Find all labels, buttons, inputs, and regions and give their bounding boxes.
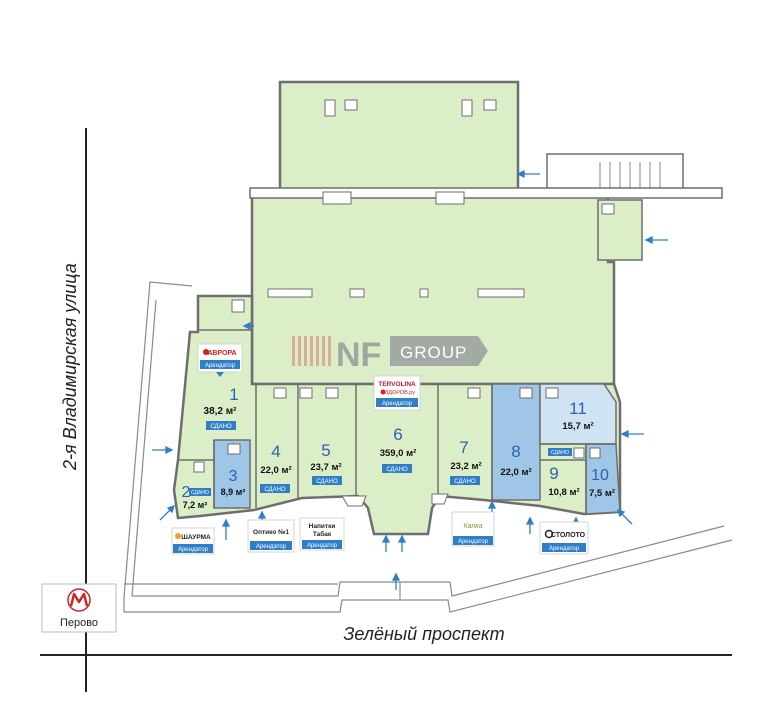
unit-6-area: 359,0 м² xyxy=(380,448,417,459)
avrora-pointer-icon xyxy=(216,372,224,377)
napitki-line-2: Табак xyxy=(313,530,332,538)
kapka-name: Капка xyxy=(464,523,483,530)
kapka-badge-text: Арендатор xyxy=(458,539,489,545)
avrora-icon xyxy=(203,349,209,355)
stoloto-badge-text: Арендатор xyxy=(549,546,580,552)
metro-station-name: Перово xyxy=(60,617,98,629)
unit-3-number: 3 xyxy=(229,468,238,485)
stoloto-badge xyxy=(542,543,586,552)
unit-8-area: 22,0 м² xyxy=(500,467,531,478)
unit-8-number: 8 xyxy=(511,442,520,461)
entrance-arrows xyxy=(152,169,668,590)
napitki-line-1: Напитки xyxy=(309,523,336,530)
napitki-badge xyxy=(302,540,342,549)
nf-group-logo: NF GROUP xyxy=(292,336,488,374)
unit-2-area: 7,2 м² xyxy=(183,500,208,510)
unit-11-area: 15,7 м² xyxy=(562,421,593,432)
shaurma-badge xyxy=(173,544,213,553)
unit-9-badge xyxy=(548,448,572,456)
zdorov-name: ЗДОРОВ.ру xyxy=(385,390,415,396)
unit-1-badge xyxy=(206,421,236,430)
unit-5-badge-text: СДАНО xyxy=(316,479,338,485)
unit-6-badge xyxy=(382,464,412,473)
shaurma-badge-text: Арендатор xyxy=(178,547,209,553)
unit-4-area: 22,0 м² xyxy=(260,465,291,476)
napitki-badge-text: Арендатор xyxy=(307,543,338,549)
unit-2-badge xyxy=(189,488,211,496)
avrora-badge xyxy=(200,360,240,369)
stoloto-icon xyxy=(544,529,554,539)
tervolina-badge-text: Арендатор xyxy=(382,401,413,407)
street-name-vertical: 2-я Владимирская улица xyxy=(60,263,80,471)
tervolina-badge xyxy=(376,398,418,407)
unit-7-badge xyxy=(450,476,480,485)
unit-3-area: 8,9 м² xyxy=(221,487,246,497)
kapka-badge xyxy=(453,536,493,545)
unit-6-badge-text: СДАНО xyxy=(386,467,408,473)
unit-11-number: 11 xyxy=(569,399,587,418)
unit-1-number: 1 xyxy=(229,385,238,404)
avrora-badge-text: Арендатор xyxy=(205,363,236,369)
unit-10-area: 7,5 м² xyxy=(589,488,615,499)
unit-7-number: 7 xyxy=(459,438,468,457)
street-name-horizontal: Зелёный проспект xyxy=(343,624,504,644)
unit-2-number: 2 xyxy=(182,484,191,501)
shaurma-icon xyxy=(175,533,181,539)
unit-10-number: 10 xyxy=(591,467,609,484)
shaurma-name: ШАУРМА xyxy=(181,534,211,541)
unit-4-number: 4 xyxy=(271,442,280,461)
unit-9-area: 10,8 м² xyxy=(548,487,579,498)
unit-4-badge xyxy=(260,484,290,493)
zdorov-icon xyxy=(380,389,386,395)
optiko-badge xyxy=(250,541,292,550)
logo-banner xyxy=(390,336,488,366)
optiko-badge-text: Арендатор xyxy=(256,544,287,550)
unit-5-badge xyxy=(312,476,342,485)
unit-6-number: 6 xyxy=(393,425,402,444)
unit-7-area: 23,2 м² xyxy=(450,461,481,472)
logo-stripes xyxy=(292,336,331,366)
optiko-name: Оптико №1 xyxy=(253,529,289,536)
unit-7-badge-text: СДАНО xyxy=(454,479,476,485)
logo-word: GROUP xyxy=(400,343,467,362)
unit-5-number: 5 xyxy=(321,441,330,460)
unit-9-number: 9 xyxy=(549,464,558,483)
stoloto-name: СТОЛОТО xyxy=(551,532,586,539)
unit-1-badge-text: СДАНО xyxy=(210,424,232,430)
unit-4-badge-text: СДАНО xyxy=(264,487,286,493)
unit-2-badge-text: СДАНО xyxy=(191,490,209,496)
unit-1-area: 38,2 м² xyxy=(204,406,238,417)
unit-5-area: 23,7 м² xyxy=(310,462,341,473)
logo-mark: NF xyxy=(336,336,381,374)
tervolina-name: TERVOLINA xyxy=(378,381,416,388)
building xyxy=(172,80,723,536)
avrora-name: АВРОРА xyxy=(207,350,236,357)
sidewalk xyxy=(123,281,733,613)
unit-9-badge-text: СДАНО xyxy=(551,450,569,456)
